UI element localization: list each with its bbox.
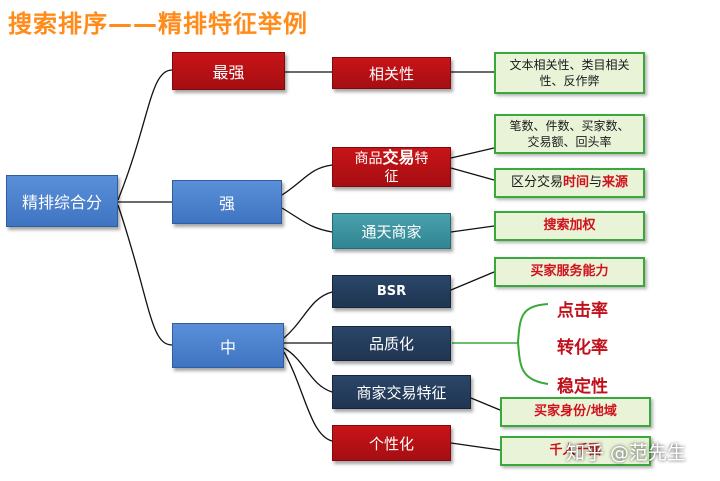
feature-trade-c: 特	[414, 150, 429, 167]
detail-trade-split-d: 来源	[602, 175, 629, 190]
quality-word-ctr: 点击率	[557, 301, 608, 321]
watermark: 知乎 @范先生	[566, 442, 687, 464]
level-strongest: 最强	[172, 52, 285, 90]
detail-trade-split-a: 区分交易	[510, 175, 563, 190]
feature-trade-a: 商品	[354, 150, 383, 167]
feature-tongtian: 通天商家	[332, 213, 451, 249]
detail-trade-split: 区分交易时间与来源	[494, 168, 645, 198]
quality-word-stability: 稳定性	[557, 377, 608, 397]
feature-trade: 商品交易特 征	[332, 147, 451, 187]
feature-trade-b: 交易	[382, 147, 415, 167]
feature-trade-line2: 征	[384, 168, 399, 185]
detail-buyer-service: 买家服务能力	[494, 257, 645, 287]
detail-trade-split-c: 与	[589, 175, 603, 190]
feature-merchant-trade: 商家交易特征	[332, 375, 471, 409]
level-strong: 强	[172, 180, 282, 224]
quality-word-cvr: 转化率	[557, 338, 608, 358]
detail-search-boost: 搜索加权	[494, 211, 645, 241]
feature-quality: 品质化	[332, 326, 451, 361]
detail-trade-split-b: 时间	[562, 175, 589, 190]
feature-trade-line1: 商品交易特	[354, 147, 429, 168]
feature-bsr: BSR	[332, 275, 451, 308]
detail-buyer-identity: 买家身份/地域	[500, 397, 651, 427]
page-title: 搜索排序——精排特征举例	[8, 10, 308, 38]
root-node: 精排综合分	[6, 175, 118, 227]
feature-personal: 个性化	[332, 425, 451, 461]
detail-trade-counts: 笔数、件数、买家数、交易额、回头率	[494, 114, 645, 154]
detail-relevance: 文本相关性、类目相关性、反作弊	[494, 52, 645, 94]
level-medium: 中	[172, 323, 284, 368]
feature-relevance: 相关性	[332, 57, 451, 89]
detail-thousand-faces: 千人千面	[500, 436, 651, 466]
